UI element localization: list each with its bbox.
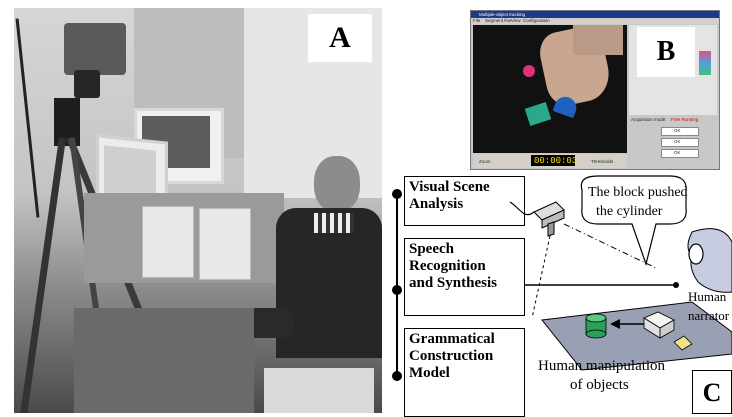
- camera-icon: [533, 201, 565, 237]
- module-grammatical-construction-model: Grammatical Construction Model: [404, 328, 525, 417]
- narrator-label-line1: Human: [688, 289, 727, 304]
- yellow-cube: [673, 335, 693, 351]
- window-title: Multiple-object tracking: [479, 12, 526, 17]
- menu-configuration[interactable]: Configuration: [523, 18, 550, 23]
- ok-button[interactable]: OK: [661, 127, 699, 136]
- menu-bar: File Segment fine View Configuration: [471, 18, 719, 24]
- green-block: [524, 102, 552, 126]
- module-speech-recognition-synthesis: Speech Recognition and Synthesis: [404, 238, 525, 316]
- panel-a-label: A: [308, 14, 372, 62]
- menu-segment[interactable]: Segment fine: [485, 18, 512, 23]
- color-swatches: [699, 51, 711, 75]
- manipulation-label-line2: of objects: [570, 377, 629, 393]
- panel-c-label: C: [692, 370, 732, 414]
- narrator-mic: [673, 282, 679, 288]
- acquisition-label: Acquisition mode:: [631, 117, 667, 122]
- timer-value: 00:00:03: [534, 156, 578, 166]
- person-head: [314, 156, 360, 212]
- module-visual-scene-analysis: Visual Scene Analysis: [404, 176, 525, 226]
- person-body: [276, 208, 382, 358]
- window-titlebar: [471, 11, 719, 18]
- tracking-software-screenshot: Multiple-object tracking File Segment fi…: [470, 10, 720, 170]
- green-cylinder: [585, 313, 607, 339]
- speech-bubble-line2: the cylinder: [596, 204, 663, 219]
- work-table: [74, 308, 254, 413]
- camera-sight-line: [563, 223, 657, 269]
- zoom-label[interactable]: Zoom: [479, 159, 491, 164]
- keyboard: [142, 206, 194, 278]
- lab-photo: A: [14, 8, 382, 413]
- push-arrow-head: [610, 319, 620, 329]
- camera: [64, 23, 126, 75]
- panel-b-label: B: [637, 27, 695, 77]
- menu-file[interactable]: File: [473, 18, 481, 23]
- connector-dot: [392, 371, 402, 381]
- narrator-icon: [687, 228, 732, 293]
- floor-box: [264, 368, 374, 413]
- person-collar: [314, 213, 354, 233]
- threshold-label[interactable]: Thresholds: [591, 159, 614, 164]
- manipulation-label-line1: Human manipulation: [538, 358, 666, 374]
- narrator-label-line2: narrator: [688, 308, 730, 323]
- ok-button[interactable]: OK: [661, 149, 699, 158]
- white-block: [643, 311, 675, 339]
- keyboard: [199, 208, 251, 280]
- cable: [15, 18, 40, 218]
- pink-cylinder: [523, 65, 535, 77]
- camera-lens: [74, 70, 100, 98]
- system-diagram: Visual Scene Analysis Speech Recognition…: [392, 172, 732, 417]
- speech-bubble-line1: The block pushed: [588, 185, 688, 200]
- menu-view[interactable]: View: [511, 18, 521, 23]
- tripod-leg: [18, 137, 66, 413]
- camera-sight-line: [531, 235, 551, 319]
- connector-dot: [392, 189, 402, 199]
- acquisition-status: Free Running: [671, 117, 699, 122]
- timer-display: 00:00:03: [531, 155, 578, 166]
- ok-button[interactable]: OK: [661, 138, 699, 147]
- camera-cable: [509, 201, 535, 216]
- arm: [573, 25, 623, 55]
- camera-view: [473, 23, 627, 153]
- connector-dot: [392, 285, 402, 295]
- scene-sketch: [509, 175, 732, 371]
- speech-bubble: [580, 175, 687, 267]
